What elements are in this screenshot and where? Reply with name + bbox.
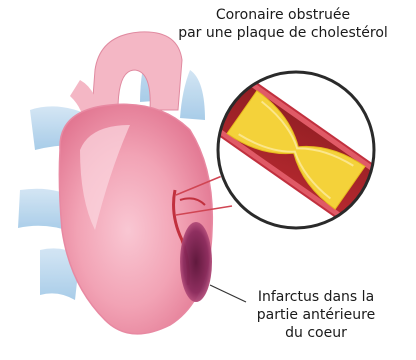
occluded-artery-label-line1: Coronaire obstruée — [150, 6, 416, 24]
heart-body — [59, 104, 212, 334]
occluded-artery-label: Coronaire obstruée par une plaque de cho… — [150, 6, 416, 42]
infarct-label-line2: partie antérieure — [232, 306, 400, 324]
infarct-zone — [180, 222, 212, 302]
occluded-artery-label-line2: par une plaque de cholestérol — [150, 24, 416, 42]
zoom-circle — [191, 63, 408, 242]
infarct-label: Infarctus dans la partie antérieure du c… — [232, 288, 400, 342]
infarct-label-line1: Infarctus dans la — [232, 288, 400, 306]
infarct-label-line3: du coeur — [232, 324, 400, 342]
